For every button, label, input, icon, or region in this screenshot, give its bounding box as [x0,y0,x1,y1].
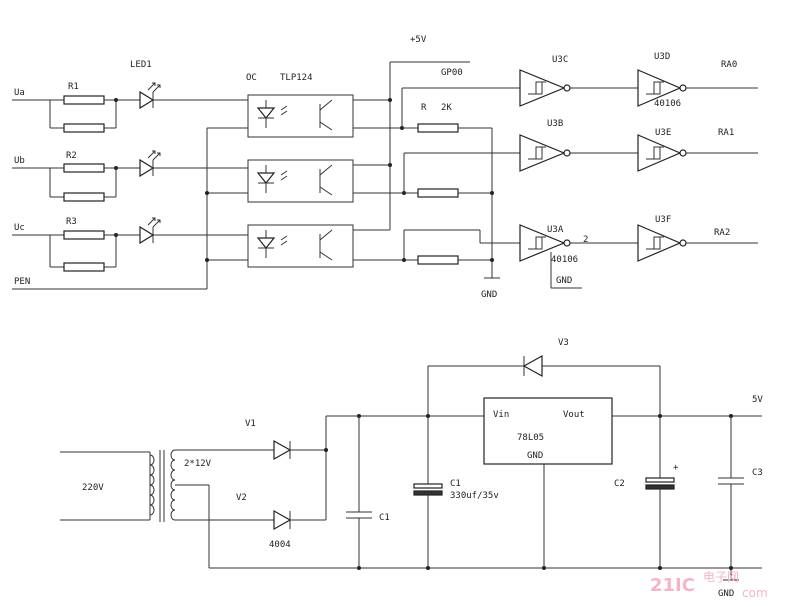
label-u3b: U3B [547,119,563,129]
label-vin: Vin [493,410,509,420]
regulator-78l05 [483,397,613,465]
label-v3: V3 [558,338,569,348]
label-c2: C2 [614,479,625,489]
label-u3f: U3F [655,215,671,225]
label-pin2: 2 [583,235,588,245]
label-u3a: U3A [547,225,564,235]
optocoupler-icon [247,159,354,203]
watermark-logo: 21IC 电子网 com [650,570,768,600]
label-220v: 220V [82,483,104,493]
pulldown-resistor [404,188,492,198]
capacitor-electrolytic-icon [413,366,443,568]
label-4004: 4004 [269,540,291,550]
diode-v1-icon [255,439,326,461]
resistor-r1-network [49,95,118,133]
label-led1: LED1 [130,60,152,70]
watermark-site-en: com [742,586,768,600]
label-c1-value: 330uf/35v [450,491,499,501]
label-pen: PEN [14,277,30,287]
watermark-21ic: 21IC [650,575,695,596]
label-ra2: RA2 [714,228,730,238]
watermark-site-cn: 电子网 [703,570,739,584]
schmitt-inverter-icon [519,224,571,262]
label-r: R [421,103,427,113]
optocoupler-icon [247,224,354,268]
label-2x12v: 2*12V [184,459,212,469]
label-u3d: U3D [654,52,670,62]
optocoupler-icon [247,94,354,138]
label-u3c: U3C [552,55,568,65]
label-gp00: GP00 [441,68,463,78]
led-icon [116,150,248,178]
label-gnd-top: GND [481,290,497,300]
label-tlp124: TLP124 [280,73,313,83]
capacitor-c3-icon [718,416,744,580]
label-gnd-u3a: GND [556,276,572,286]
resistor-r2-network [49,163,118,202]
label-r2: R2 [66,151,77,161]
pulldown-resistor [404,255,492,265]
label-40106-a: 40106 [654,99,681,109]
label-c1-electrolytic: C1 [450,479,461,489]
label-r3: R3 [66,217,77,227]
label-ub: Ub [14,156,25,166]
led-icon [116,82,248,110]
schmitt-inverter-icon [637,69,687,107]
label-c3: C3 [752,468,763,478]
label-ua: Ua [14,88,25,98]
label-uc: Uc [14,223,25,233]
label-v1: V1 [245,419,256,429]
led-icon [116,217,248,245]
label-vout: Vout [563,410,585,420]
label-78l05: 78L05 [517,433,544,443]
label-ra1: RA1 [718,128,734,138]
label-5v: 5V [752,395,763,405]
label-40106-b: 40106 [551,255,578,265]
schmitt-inverter-icon [637,224,687,262]
capacitor-c1-icon [346,416,372,568]
label-2k: 2K [441,103,452,113]
diode-v3-icon [522,354,543,378]
diode-v2-icon [255,509,326,531]
label-gnd-bottom: GND [718,589,734,599]
label-u3e: U3E [655,128,671,138]
label-v2: V2 [236,493,247,503]
label-r1: R1 [68,82,79,92]
schmitt-inverter-icon [519,134,571,172]
label-plus5v: +5V [410,35,427,45]
transformer-icon [149,449,176,522]
pulldown-resistor [402,123,492,133]
schmitt-inverter-icon [637,134,687,172]
schmitt-inverter-icon [519,69,571,107]
label-ra0: RA0 [721,60,737,70]
capacitor-c2-icon [645,416,675,568]
label-c1-ceramic: C1 [379,513,390,523]
label-reg-gnd: GND [527,451,543,461]
label-plus: + [673,463,679,473]
label-oc: OC [246,73,257,83]
resistor-r3-network [49,230,118,272]
